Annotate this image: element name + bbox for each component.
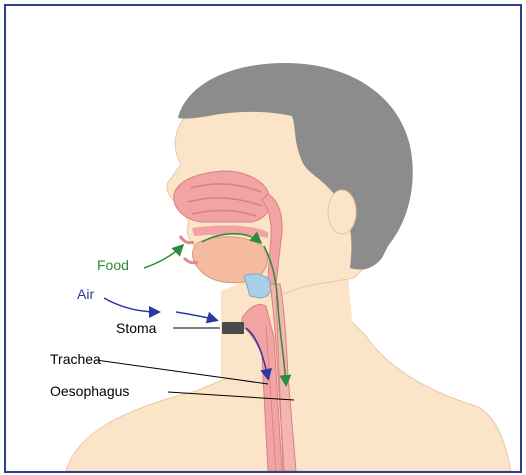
air-arrow-entry — [104, 298, 158, 312]
air-arrow-stoma — [176, 312, 216, 320]
label-trachea: Trachea — [50, 351, 101, 367]
food-arrow-entry — [144, 246, 182, 268]
ear — [328, 190, 356, 234]
label-oesophagus: Oesophagus — [50, 383, 129, 399]
label-air: Air — [77, 286, 94, 302]
anatomy-illustration — [6, 6, 520, 471]
stoma-device — [222, 322, 244, 334]
nasal-cavity — [174, 171, 270, 222]
label-stoma: Stoma — [116, 320, 156, 336]
label-food: Food — [97, 257, 129, 273]
diagram-frame: Food Air Stoma Trachea Oesophagus — [4, 4, 522, 473]
